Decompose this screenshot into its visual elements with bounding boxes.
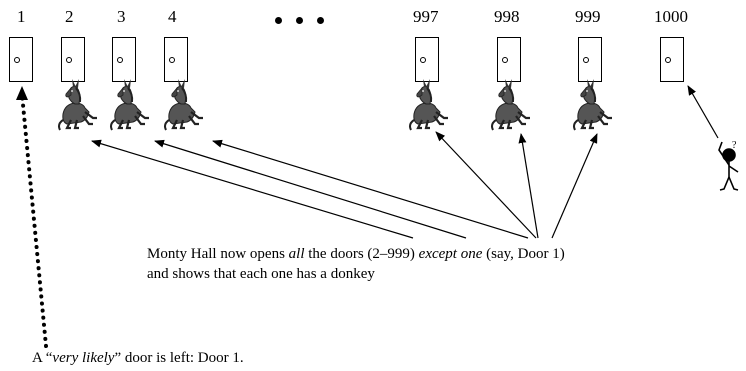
donkey-icon (163, 77, 205, 132)
door-label-999: 999 (575, 7, 601, 26)
arrow-to-donkey-2 (91, 139, 414, 239)
door-998 (497, 37, 521, 82)
door-label-997: 997 (413, 7, 439, 26)
door-label-4: 4 (168, 7, 177, 26)
door-knob-icon (169, 57, 175, 63)
arrow-to-donkey-3 (154, 139, 467, 239)
door-knob-icon (420, 57, 426, 63)
door-knob-icon (502, 57, 508, 63)
arrow-to-donkey-4 (212, 139, 529, 239)
donkey-icon (408, 77, 450, 132)
arrow-to-donkey-997 (435, 131, 537, 239)
donkey-icon (109, 77, 151, 132)
caption-very-likely-door: A “very likely” door is left: Door 1. (32, 350, 244, 366)
door-knob-icon (66, 57, 72, 63)
door-knob-icon (665, 57, 671, 63)
door-label-1: 1 (17, 7, 26, 26)
donkey-icon (490, 77, 532, 132)
door-knob-icon (14, 57, 20, 63)
door-999 (578, 37, 602, 82)
door-label-1000: 1000 (654, 7, 688, 26)
caption-monty-opens: Monty Hall now opens all the doors (2–99… (147, 244, 565, 284)
arrow-to-door-1000 (687, 85, 719, 139)
svg-text:?: ? (732, 140, 737, 151)
door-label-3: 3 (117, 7, 126, 26)
arrow-to-donkey-999 (551, 133, 598, 239)
door-3 (112, 37, 136, 82)
ellipsis-dot-icon (317, 17, 324, 24)
door-1 (9, 37, 33, 82)
arrow-to-donkey-998 (518, 133, 539, 239)
door-2 (61, 37, 85, 82)
door-knob-icon (583, 57, 589, 63)
door-4 (164, 37, 188, 82)
thinking-person-icon: ? (718, 140, 739, 191)
door-1000 (660, 37, 684, 82)
caption-line-2: and shows that each one has a donkey (147, 266, 375, 282)
door-997 (415, 37, 439, 82)
door-knob-icon (117, 57, 123, 63)
door-label-2: 2 (65, 7, 74, 26)
door-label-998: 998 (494, 7, 520, 26)
donkey-icon (57, 77, 99, 132)
ellipsis-dot-icon (275, 17, 282, 24)
caption-line-1: Monty Hall now opens all the doors (2–99… (147, 246, 565, 262)
ellipsis-dot-icon (296, 17, 303, 24)
arrowhead-icon (16, 86, 28, 100)
donkey-icon (572, 77, 614, 132)
dotted-arrow-to-door-1 (20, 92, 48, 348)
